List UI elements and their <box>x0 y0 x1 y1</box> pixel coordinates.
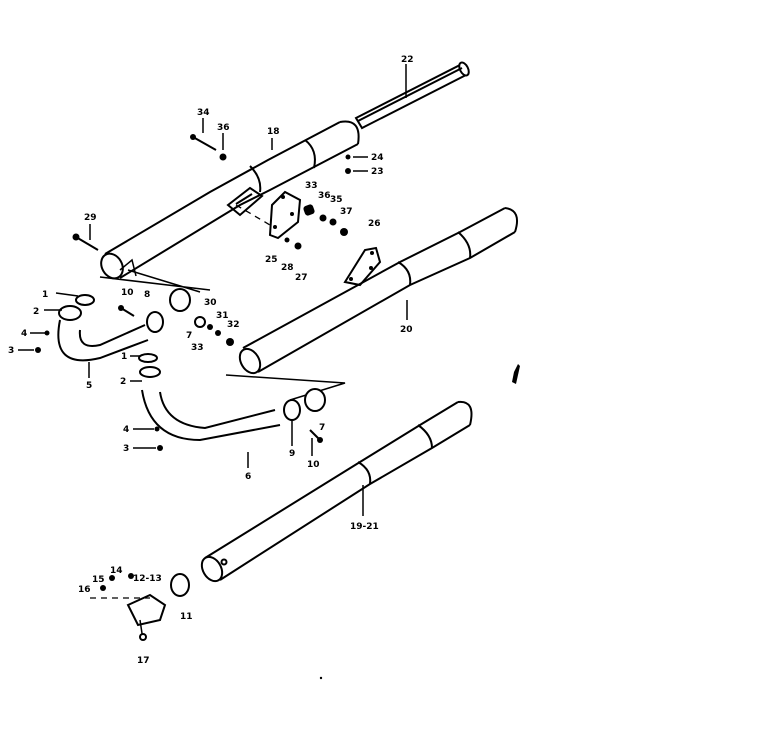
bracket-26 <box>343 246 382 287</box>
label-24: 24 <box>371 153 384 163</box>
label-34: 34 <box>197 108 210 118</box>
perforated-pipe-22 <box>354 61 470 130</box>
label-3a: 3 <box>8 346 14 356</box>
label-7b: 7 <box>319 423 325 433</box>
label-10b: 10 <box>307 460 320 470</box>
label-6: 6 <box>245 472 251 482</box>
bracket-25 <box>235 190 302 240</box>
label-25: 25 <box>265 255 278 265</box>
label-28: 28 <box>281 263 294 273</box>
label-14: 14 <box>110 566 123 576</box>
label-26: 26 <box>368 219 381 229</box>
label-17: 17 <box>137 656 150 666</box>
label-18: 18 <box>267 127 280 137</box>
label-1a: 1 <box>42 290 48 300</box>
label-5: 5 <box>86 381 92 391</box>
label-12-13: 12-13 <box>133 574 162 584</box>
label-1b: 1 <box>121 352 127 362</box>
label-3b: 3 <box>123 444 129 454</box>
label-15: 15 <box>92 575 105 585</box>
muffler-18 <box>100 120 360 280</box>
label-29: 29 <box>84 213 97 223</box>
label-19-21: 19-21 <box>350 522 379 532</box>
label-32: 32 <box>227 320 240 330</box>
label-27: 27 <box>295 273 308 283</box>
label-36b: 36 <box>318 191 331 201</box>
label-4b: 4 <box>123 425 129 435</box>
label-9: 9 <box>289 449 295 459</box>
fasteners <box>35 134 520 680</box>
label-31: 31 <box>216 311 229 321</box>
muffler-19-21 <box>200 400 473 583</box>
label-2a: 2 <box>33 307 39 317</box>
label-2b: 2 <box>120 377 126 387</box>
label-22: 22 <box>401 55 414 65</box>
label-23: 23 <box>371 167 384 177</box>
exhaust-pipe-6 <box>138 353 326 442</box>
label-4a: 4 <box>21 329 27 339</box>
connector-11-12-13 <box>90 573 190 641</box>
label-30: 30 <box>204 298 217 308</box>
muffler-20 <box>238 207 518 375</box>
part-labels: 22 34 36 18 24 23 33 36 35 37 26 29 25 2… <box>8 55 414 666</box>
label-11: 11 <box>180 612 193 622</box>
label-8: 8 <box>144 290 150 300</box>
label-10a: 10 <box>121 288 134 298</box>
label-36a: 36 <box>217 123 230 133</box>
exhaust-pipe-5 <box>57 288 206 362</box>
leader-lines <box>18 64 408 516</box>
label-33a: 33 <box>305 181 318 191</box>
label-35: 35 <box>330 195 343 205</box>
label-16: 16 <box>78 585 91 595</box>
label-33b: 33 <box>191 343 204 353</box>
label-20: 20 <box>400 325 413 335</box>
label-37: 37 <box>340 207 353 217</box>
label-7a: 7 <box>186 331 192 341</box>
